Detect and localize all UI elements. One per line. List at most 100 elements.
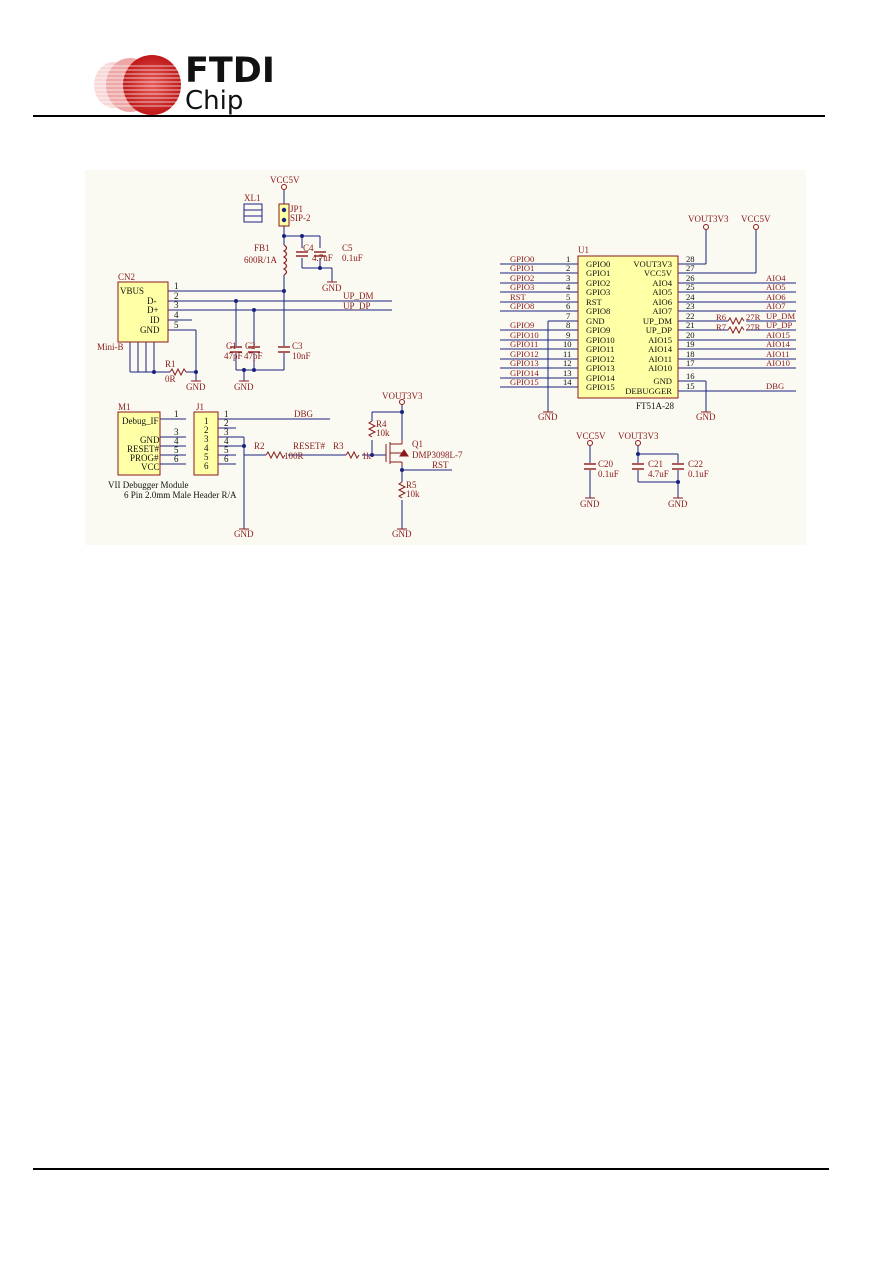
m1-pin-num: 3 [174,427,179,437]
c1-value: 47pF [224,351,243,361]
u1-right-pin-name: UP_DM [643,316,672,326]
c4-ref: C4 [303,243,314,253]
r5-value: 10k [406,489,420,499]
r7-ref: R7 [716,322,727,332]
c21-ref: C21 [648,459,663,469]
u1-right-net: UP_DM [766,311,795,321]
u1-left-pin-name: GPIO8 [586,306,610,316]
u1-right-pin-name: AIO5 [652,287,672,297]
m1-pin-num: 4 [174,436,179,446]
cn2-pin-name: D- [147,296,157,306]
u1-right-pin-name: GND [653,376,672,386]
vcc5v-top-label: VCC5V [270,175,300,185]
u1-left-num: 3 [566,273,570,283]
u1-left-pin-name: GPIO2 [586,278,610,288]
r7-value: 27R [746,322,761,332]
bypass-cap-labels: C20 0.1uF C21 4.7uF C22 0.1uF [598,459,709,479]
u1-right-pin-name: AIO10 [648,363,672,373]
u1-left-num: 2 [566,263,570,273]
r5-resistor-icon [397,481,407,499]
c3-ref: C3 [292,341,303,351]
u1-left-pin-name: GPIO10 [586,335,615,345]
u1-right-net: AIO6 [766,292,786,302]
j1-ref: J1 [196,402,204,412]
cn2-body [117,281,169,343]
m1-ref: M1 [118,402,131,412]
jp1-value: SIP-2 [290,213,311,223]
u1-left-net: GPIO0 [510,254,534,264]
u1-right-net: AIO5 [766,282,786,292]
r1-ref: R1 [165,359,176,369]
cn2-pin-num: 2 [174,291,179,301]
j1-right-num: 1 [224,409,229,419]
net-rst: RST [432,460,449,470]
j1-right-num: 3 [224,427,229,437]
gnd-label: GND [538,412,558,422]
u1-left-net: RST [510,292,527,302]
u1-left-num: 12 [563,358,572,368]
c4-c5-caps [296,251,326,257]
u1-left-pins: GPIO0 GPIO1 GPIO2 GPIO3 RST GPIO8 GPIO9 … [510,254,615,392]
u1-left-num: 4 [566,282,571,292]
schematic-canvas: VCC5V VOUT3V3 VOUT3V3 VCC5V VCC5V VOUT3V… [85,170,806,545]
m1-body [117,411,161,476]
u1-ref: U1 [578,245,589,255]
m1-pin-name: RESET# [127,444,160,454]
r5-ref: R5 [406,480,417,490]
m1-pin-name: VCC [141,462,160,472]
u1-right-pin-name: AIO15 [648,335,672,345]
u1-right-pin-name: AIO11 [648,354,672,364]
logo-ftdi-text: FTDI [185,51,275,91]
gnd-symbols [191,281,711,530]
u1-right-num: 21 [686,320,695,330]
m1-pin-name: GND [140,435,160,445]
header-rule [33,115,825,117]
u1-left-pin-name: GPIO14 [586,373,615,383]
u1-left-pin-name: GPIO15 [586,382,615,392]
u1-right-pin-name: AIO7 [652,306,672,316]
j1-pin: 3 [204,434,209,444]
u1-right-net: AIO10 [766,358,790,368]
vcc5v-c20-label: VCC5V [576,431,606,441]
c22-ref: C22 [688,459,703,469]
m1-caption-1: VII Debugger Module [108,480,188,490]
j1-right-num: 5 [224,445,229,455]
q1-value: DMP3098L-7 [412,450,463,460]
m1-pin-num: 1 [174,409,179,419]
u1-left-pin-name: GPIO3 [586,287,610,297]
u1-right-num: 20 [686,330,695,340]
u1-left-net: GPIO3 [510,282,534,292]
r4-value: 10k [376,428,390,438]
u1-left-num: 1 [566,254,570,264]
footer-rule [33,1168,829,1170]
c2-ref: C2 [245,341,256,351]
j1-right-num: 6 [224,454,229,464]
j1-pin: 5 [204,452,209,462]
schematic-background [85,170,806,545]
u1-left-pin-name: RST [586,297,603,307]
u1-left-pin-name: GPIO11 [586,344,614,354]
power-ports [281,184,759,446]
vcc5v-u1-label: VCC5V [741,214,771,224]
c20-ref: C20 [598,459,614,469]
c22-value: 0.1uF [688,469,709,479]
u1-right-num: 24 [686,292,695,302]
u1-left-net: GPIO9 [510,320,534,330]
net-dbg: DBG [294,409,314,419]
u1-body [577,255,679,399]
u1-left-pin-name: GPIO9 [586,325,610,335]
u1-right-pin-name: VCC5V [644,268,673,278]
xl1-part [243,203,263,223]
r2-ref: R2 [254,441,265,451]
u1-right-net: AIO11 [766,349,790,359]
u1-left-net: GPIO1 [510,263,534,273]
j1-pin: 1 [204,416,209,426]
junctions [152,234,680,484]
u1-left-net: GPIO2 [510,273,534,283]
u1-left-net: GPIO11 [510,339,538,349]
gnd-label: GND [186,382,206,392]
u1-left-num: 10 [563,339,572,349]
logo-chip-text: Chip [185,86,244,116]
u1-left-net: GPIO14 [510,368,539,378]
vout3v3-c21-label: VOUT3V3 [618,431,659,441]
